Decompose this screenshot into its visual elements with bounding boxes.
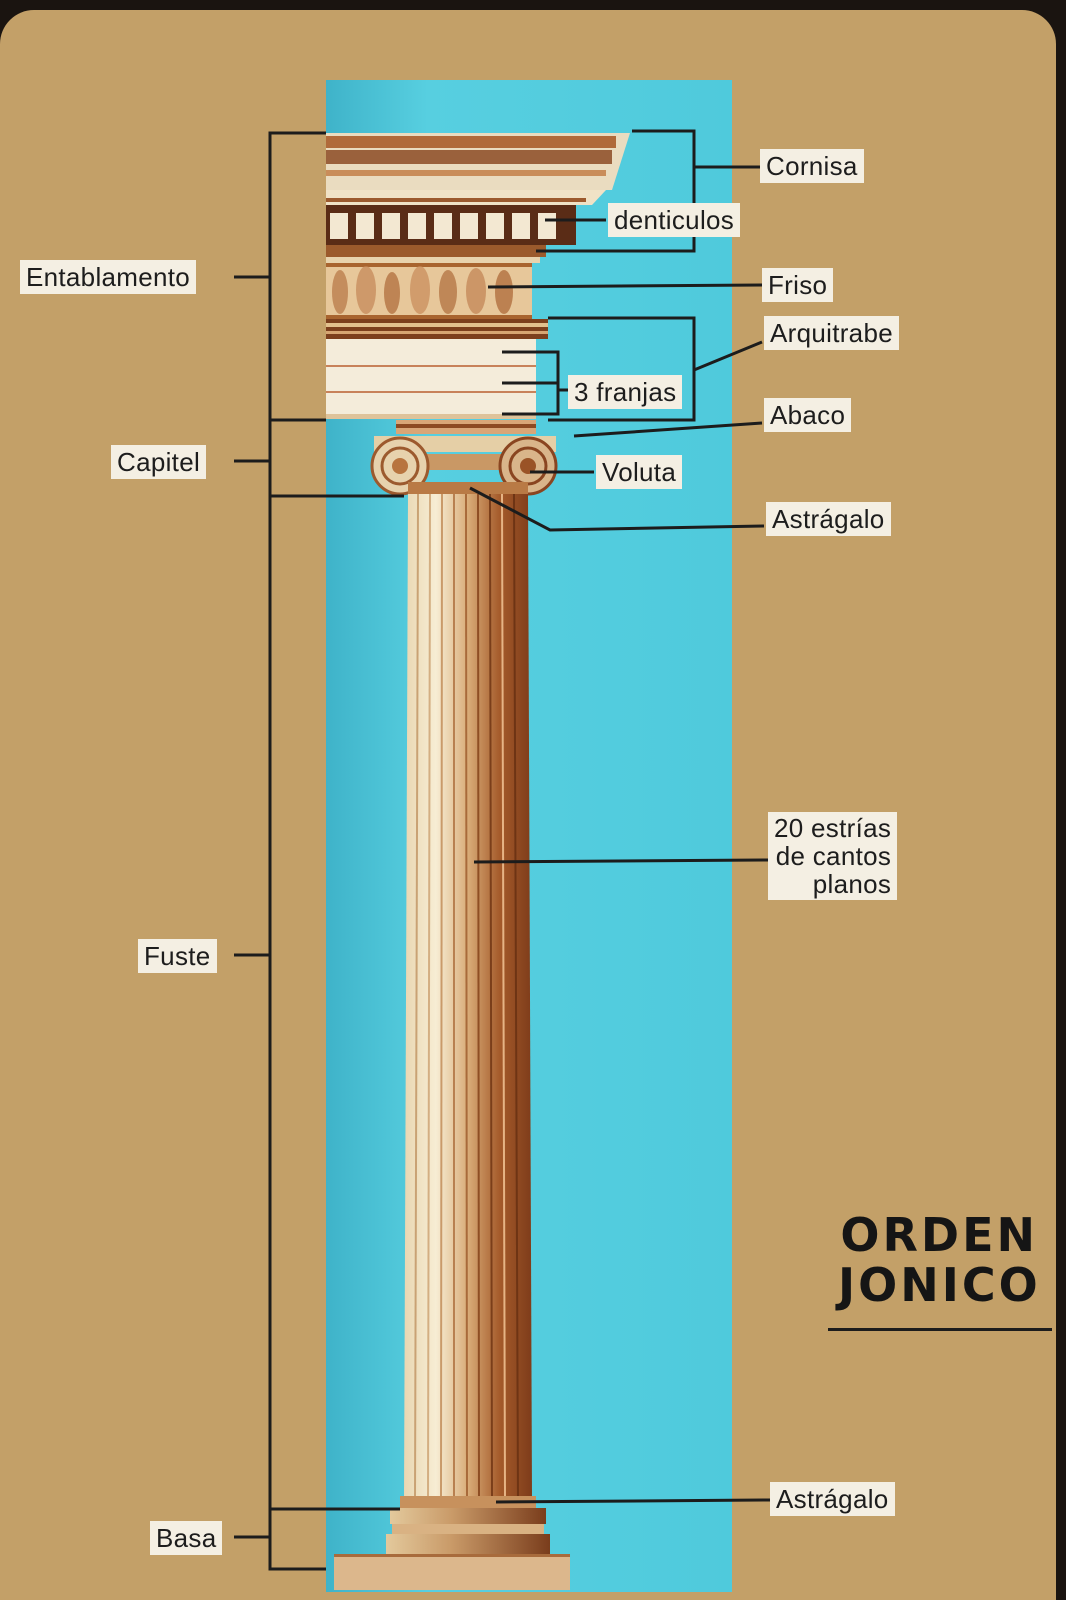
- leader-lines: [234, 129, 771, 1571]
- friso-drawing: [326, 263, 532, 319]
- label-entablamento: Entablamento: [20, 260, 197, 294]
- title-underline: [828, 1328, 1052, 1331]
- label-abaco: Abaco: [764, 398, 852, 432]
- denticulos-drawing: [326, 205, 576, 263]
- label-basa: Basa: [150, 1521, 223, 1555]
- cornice-drawing: [326, 133, 630, 205]
- capitel-drawing: [370, 420, 558, 496]
- label-astragalo-top: Astrágalo: [766, 502, 891, 536]
- label-astragalo-bottom: Astrágalo: [770, 1482, 895, 1516]
- label-voluta: Voluta: [596, 455, 683, 489]
- label-capitel: Capitel: [111, 445, 207, 479]
- label-friso: Friso: [762, 268, 834, 302]
- label-cornisa: Cornisa: [760, 149, 864, 183]
- diagram-title: ORDEN JONICO: [838, 1210, 1038, 1310]
- basa-drawing: [334, 1496, 570, 1590]
- label-20-estrias: 20 estrías de cantos planos: [768, 812, 898, 900]
- title-line-2: JONICO: [838, 1258, 1041, 1312]
- label-fuste: Fuste: [138, 939, 217, 973]
- title-line-1: ORDEN: [840, 1208, 1038, 1262]
- label-arquitrabe: Arquitrabe: [764, 316, 899, 350]
- label-3-franjas: 3 franjas: [568, 375, 683, 409]
- fuste-drawing: [404, 493, 532, 1501]
- label-denticulos: denticulos: [608, 203, 741, 237]
- arquitrabe-drawing: [326, 319, 548, 419]
